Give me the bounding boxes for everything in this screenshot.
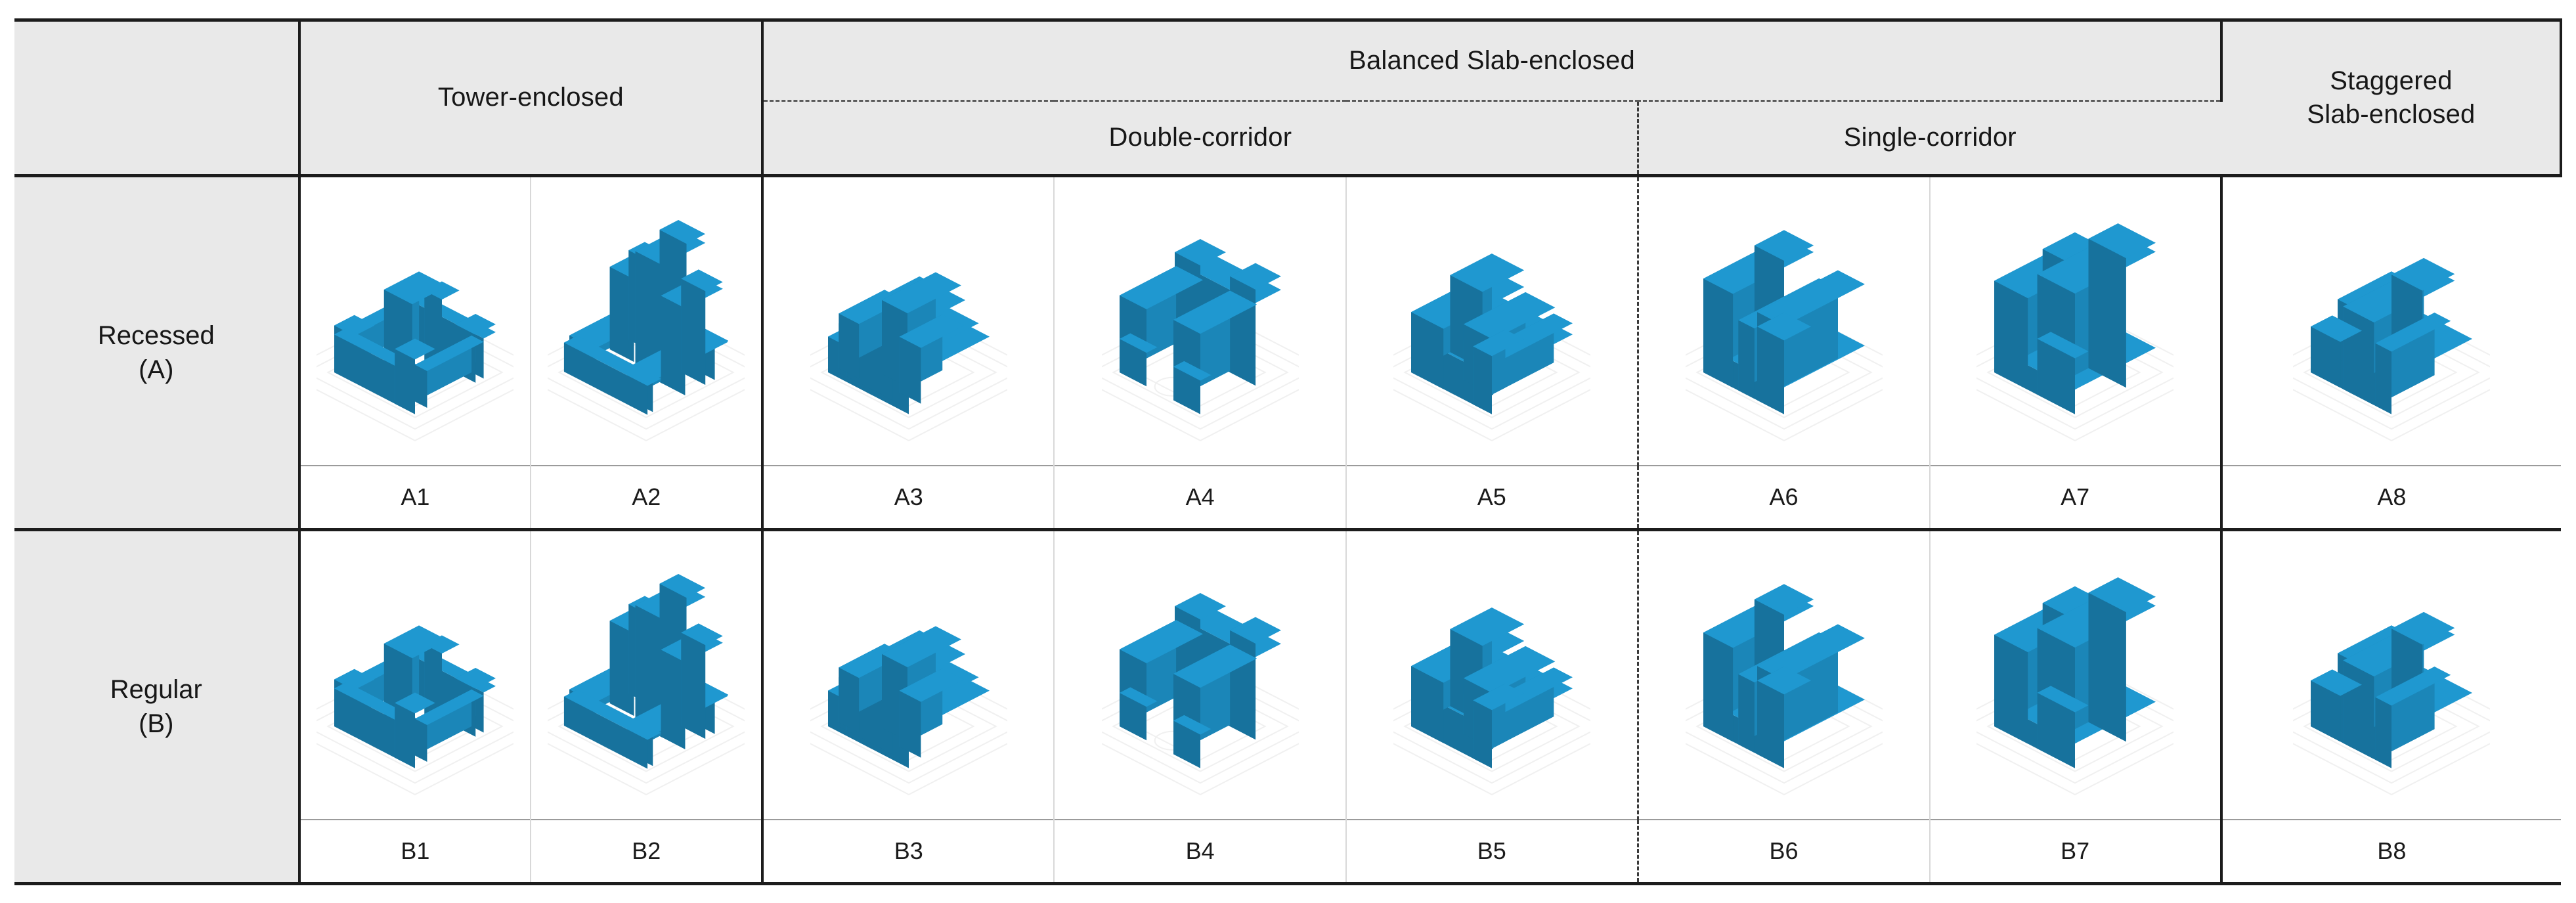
row-header-recessed-line1: Recessed <box>97 320 215 350</box>
row-header-regular-line2: (B) <box>139 709 174 738</box>
massing-model-A4 <box>1055 177 1345 466</box>
cell-label-A4: A4 <box>1054 465 1347 531</box>
figure-cell-A2 <box>531 175 764 466</box>
cell-label-A2: A2 <box>531 465 764 531</box>
row-header-recessed: Recessed (A) <box>14 175 301 531</box>
massing-model-A1 <box>301 177 531 466</box>
massing-model-B6 <box>1639 531 1929 820</box>
header-row-subgroups: Double-corridor Single-corridor <box>14 100 2561 177</box>
cell-label-A3: A3 <box>762 465 1055 531</box>
massing-model-B5 <box>1347 531 1637 820</box>
header-row-groups: Tower-enclosed Balanced Slab-enclosed St… <box>14 18 2563 177</box>
figure-cell-A8 <box>2221 175 2561 466</box>
row-header-regular: Regular (B) <box>14 529 301 886</box>
figure-cell-A6 <box>1636 175 1931 466</box>
massing-model-B8 <box>2223 531 2561 820</box>
figure-cell-A7 <box>1929 175 2223 466</box>
row-regular-labels: B1 B2 B3 B4 B5 B6 B7 B8 <box>14 819 2561 886</box>
cell-label-A5: A5 <box>1345 465 1638 531</box>
figure-cell-A3 <box>762 175 1055 466</box>
row-regular-figures: Regular (B) <box>14 529 2561 886</box>
figure-cell-A1 <box>299 175 532 466</box>
massing-model-A3 <box>764 177 1053 466</box>
cell-label-B2: B2 <box>531 819 764 886</box>
cell-label-A8: A8 <box>2221 465 2561 531</box>
cell-label-B1: B1 <box>299 819 532 886</box>
header-staggered-line1: Staggered <box>2330 66 2453 95</box>
massing-model-A7 <box>1931 177 2220 466</box>
cell-label-B3: B3 <box>762 819 1055 886</box>
header-group-balanced-slab-enclosed: Balanced Slab-enclosed <box>762 18 2223 102</box>
header-subgroup-double-corridor: Double-corridor <box>762 100 1638 177</box>
cell-label-A1: A1 <box>299 465 532 531</box>
cell-label-B6: B6 <box>1636 819 1931 886</box>
massing-model-A5 <box>1347 177 1637 466</box>
cell-label-B8: B8 <box>2221 819 2561 886</box>
cell-label-B7: B7 <box>1929 819 2223 886</box>
figure-cell-B8 <box>2221 529 2561 820</box>
massing-model-B7 <box>1931 531 2220 820</box>
row-header-recessed-line2: (A) <box>139 355 174 384</box>
figure-cell-A4 <box>1054 175 1347 466</box>
massing-model-A8 <box>2223 177 2561 466</box>
massing-model-A2 <box>531 177 761 466</box>
figure-cell-B2 <box>531 529 764 820</box>
figure-cell-B7 <box>1929 529 2223 820</box>
cell-label-A7: A7 <box>1929 465 2223 531</box>
row-header-regular-line1: Regular <box>110 674 202 704</box>
massing-model-A6 <box>1639 177 1929 466</box>
header-staggered-line2: Slab-enclosed <box>2307 99 2476 129</box>
table-corner-cell <box>14 18 301 177</box>
massing-model-B1 <box>301 531 531 820</box>
massing-model-B4 <box>1055 531 1345 820</box>
figure-cell-B5 <box>1345 529 1638 820</box>
row-recessed-figures: Recessed (A) <box>14 175 2561 531</box>
figure-cell-B3 <box>762 529 1055 820</box>
matrix-table: Tower-enclosed Balanced Slab-enclosed St… <box>14 18 2563 886</box>
cell-label-B4: B4 <box>1054 819 1347 886</box>
header-subgroup-single-corridor: Single-corridor <box>1636 100 2221 177</box>
massing-model-B2 <box>531 531 761 820</box>
cell-label-A6: A6 <box>1636 465 1931 531</box>
figure-cell-B6 <box>1636 529 1931 820</box>
cell-label-B5: B5 <box>1345 819 1638 886</box>
header-group-tower-enclosed: Tower-enclosed <box>299 18 764 177</box>
row-recessed-labels: A1 A2 A3 A4 A5 A6 A7 A8 <box>14 465 2561 531</box>
figure-cell-B1 <box>299 529 532 820</box>
figure-cell-A5 <box>1345 175 1638 466</box>
figure-cell-B4 <box>1054 529 1347 820</box>
massing-model-B3 <box>764 531 1053 820</box>
header-group-staggered-slab-enclosed: Staggered Slab-enclosed <box>2221 18 2563 177</box>
